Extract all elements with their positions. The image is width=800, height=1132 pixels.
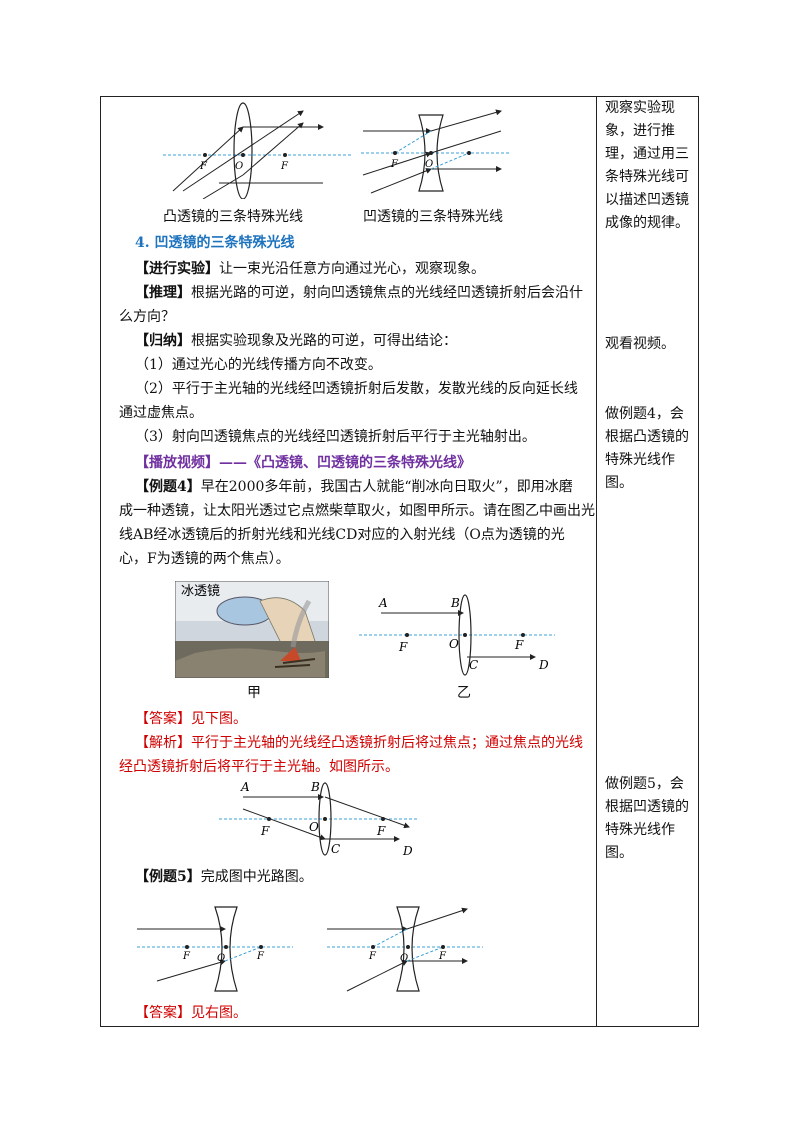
label-f: F xyxy=(438,951,447,962)
label-f: F xyxy=(514,638,524,652)
label-f: F xyxy=(398,640,408,654)
reason-line-2: 么方向？ xyxy=(119,309,175,325)
label-o: O xyxy=(400,953,408,964)
label-f: F xyxy=(368,951,377,962)
side-note-3: 做例题4，会根据凸透镜的特殊光线作图。 xyxy=(605,406,689,491)
label-b: B xyxy=(310,781,320,794)
label-f: F xyxy=(182,951,191,962)
label-a: A xyxy=(378,596,388,610)
example4-line4: 心，F为透镜的两个焦点）。 xyxy=(119,551,290,567)
label-o: O xyxy=(449,637,459,651)
ice-lens-label: 冰透镜 xyxy=(181,584,220,599)
center-label: O xyxy=(425,159,433,170)
label-b: B xyxy=(450,596,460,610)
center-label: O xyxy=(235,161,243,172)
side-column: 观察实验现象，进行推理，通过用三条特殊光线可以描述凹透镜成像的规律。 观看视频。… xyxy=(597,97,700,1026)
point-3: （3）射向凹透镜焦点的光线经凹透镜折射后平行于主光轴射出。 xyxy=(135,429,536,445)
experiment-line: 【进行实验】让一束光沿任意方向通过光心，观察现象。 xyxy=(135,261,485,277)
focus-label: F xyxy=(199,161,208,172)
point-1: （1）通过光心的光线传播方向不改变。 xyxy=(135,357,382,373)
example4-analysis-cont: 经凸透镜折射后将平行于主光轴。如图所示。 xyxy=(119,759,399,775)
reason-line: 【推理】根据光路的可逆，射向凹透镜焦点的光线经凹透镜折射后会沿什 xyxy=(135,285,583,301)
ice-lens-photo: 冰透镜 xyxy=(175,581,329,678)
concave-lens-figure: F O xyxy=(361,109,509,194)
label-a: A xyxy=(240,781,250,794)
label-o: O xyxy=(309,820,319,834)
caption-yi: 乙 xyxy=(457,685,471,701)
example5-figure-left: F O F xyxy=(137,906,293,992)
side-note-2: 观看视频。 xyxy=(605,336,675,352)
column-divider xyxy=(596,97,597,1026)
convex-caption: 凸透镜的三条特殊光线 xyxy=(163,209,303,225)
label-f: F xyxy=(260,824,270,838)
focus-label: F xyxy=(390,159,399,170)
example4-line1: 【例题4】早在2000多年前，我国古人就能“削冰向日取火”，即用冰磨 xyxy=(135,479,573,495)
side-note-1: 观察实验现象，进行推理，通过用三条特殊光线可以描述凹透镜成像的规律。 xyxy=(605,100,689,231)
point-2-cont: 通过虚焦点。 xyxy=(119,405,203,421)
conclusion-line: 【归纳】根据实验现象及光路的可逆，可得出结论： xyxy=(135,333,457,349)
video-link[interactable]: 【播放视频】——《凸透镜、凹透镜的三条特殊光线》 xyxy=(135,455,471,471)
focus-label: F xyxy=(280,161,289,172)
label-o: O xyxy=(217,953,225,964)
label-d: D xyxy=(538,658,549,672)
label-d: D xyxy=(402,844,413,858)
label-c: C xyxy=(469,658,478,672)
side-note-4: 做例题5，会根据凹透镜的特殊光线作图。 xyxy=(605,776,689,861)
example4-analysis: 【解析】平行于主光轴的光线经凸透镜折射后将过焦点；通过焦点的光线 xyxy=(135,735,583,751)
point-2: （2）平行于主光轴的光线经凹透镜折射后发散，发散光线的反向延长线 xyxy=(135,381,578,397)
label-f: F xyxy=(376,824,386,838)
example5-line: 【例题5】完成图中光路图。 xyxy=(135,869,313,885)
lesson-table: F O F F O 凸透镜的三条特殊光线 凹透镜的三条特殊光线 4. 凹透镜的三… xyxy=(100,96,699,1027)
concave-caption: 凹透镜的三条特殊光线 xyxy=(363,209,503,225)
example4-answer: 【答案】见下图。 xyxy=(135,711,247,727)
example4-answer-figure: A B F O C F D xyxy=(219,781,419,858)
example4-line3: 线AB经冰透镜后的折射光线和光线CD对应的入射光线（O点为透镜的光 xyxy=(119,527,565,543)
label-c: C xyxy=(331,842,340,856)
main-column: F O F F O 凸透镜的三条特殊光线 凹透镜的三条特殊光线 4. 凹透镜的三… xyxy=(101,97,596,1026)
figure-yi: A B F O C F D xyxy=(359,594,555,676)
example5-answer: 【答案】见右图。 xyxy=(135,1005,247,1021)
label-f: F xyxy=(256,951,265,962)
convex-lens-figure: F O F xyxy=(163,102,351,199)
example4-line2: 成一种透镜，让太阳光透过它点燃柴草取火，如图甲所示。请在图乙中画出光 xyxy=(119,503,595,519)
example5-figure-right: F O F xyxy=(327,906,483,992)
section-heading: 4. 凹透镜的三条特殊光线 xyxy=(135,235,295,251)
caption-jia: 甲 xyxy=(247,685,261,701)
